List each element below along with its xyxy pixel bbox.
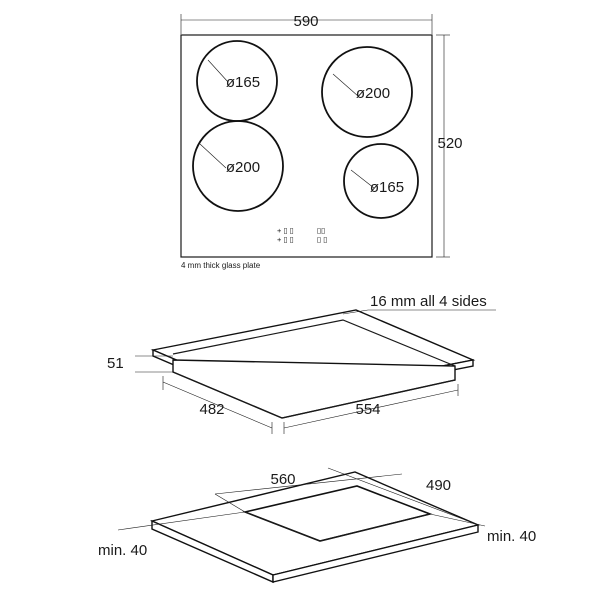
body-bottom-right-edge xyxy=(281,379,456,419)
cutout-width-label: 560 xyxy=(270,471,295,488)
cutout-depth-label: 490 xyxy=(426,477,451,494)
glass-thickness-note: 4 mm thick glass plate xyxy=(181,261,261,270)
frame-inner-edge xyxy=(172,319,456,367)
right-margin-line xyxy=(429,513,486,527)
cooking-zone-back-right xyxy=(321,46,413,138)
right-margin-label: min. 40 xyxy=(487,528,536,545)
frame-width-label: 16 mm all 4 sides xyxy=(370,293,487,310)
control-mark: ▯ ▯ xyxy=(317,235,327,244)
cutout-depth-edge xyxy=(244,511,431,542)
glass-plate-outline xyxy=(180,34,433,258)
zone-label-165-right: ø165 xyxy=(370,179,404,196)
cutout-view: 560 490 min. 40 min. 40 xyxy=(98,467,536,584)
frame-label-leader xyxy=(342,309,369,315)
depth-dimension-line xyxy=(162,381,273,429)
left-margin-line xyxy=(117,511,246,531)
top-width-label: 590 xyxy=(293,13,318,30)
top-height-label: 520 xyxy=(437,135,462,152)
control-panel: + ▯ ▯ + ▯ ▯ ▯▯ ▯ ▯ xyxy=(277,226,327,244)
cutout-depth-line xyxy=(327,467,477,525)
control-mark: + ▯ ▯ xyxy=(277,235,294,244)
cutout-width-extension xyxy=(214,493,246,513)
zone-diameter-leader xyxy=(332,73,359,97)
left-margin-label: min. 40 xyxy=(98,542,147,559)
zone-label-200-right: ø200 xyxy=(356,85,390,102)
zone-diameter-leader xyxy=(207,59,229,83)
body-bottom-left-edge xyxy=(172,371,283,419)
cross-section-view: 16 mm all 4 sides 51 482 554 xyxy=(107,293,496,434)
body-depth-label: 482 xyxy=(199,401,224,418)
control-mark: + ▯ ▯ xyxy=(277,226,294,235)
body-width-label: 554 xyxy=(355,401,380,418)
zone-label-200-left: ø200 xyxy=(226,159,260,176)
cutout-width-line xyxy=(214,473,403,495)
width-dimension-line xyxy=(283,389,459,429)
control-mark: ▯▯ xyxy=(317,226,325,235)
zone-diameter-leader xyxy=(350,169,375,189)
zone-diameter-leader xyxy=(199,143,227,169)
top-view: 590 520 ø165 ø200 ø200 ø165 + ▯ ▯ + ▯ ▯ … xyxy=(180,13,463,270)
cooking-zone-front-right xyxy=(343,143,419,219)
body-height-label: 51 xyxy=(107,355,124,372)
countertop-side-edge xyxy=(272,524,479,583)
cooking-zone-back-left xyxy=(192,120,284,212)
zone-label-165-left: ø165 xyxy=(226,74,260,91)
